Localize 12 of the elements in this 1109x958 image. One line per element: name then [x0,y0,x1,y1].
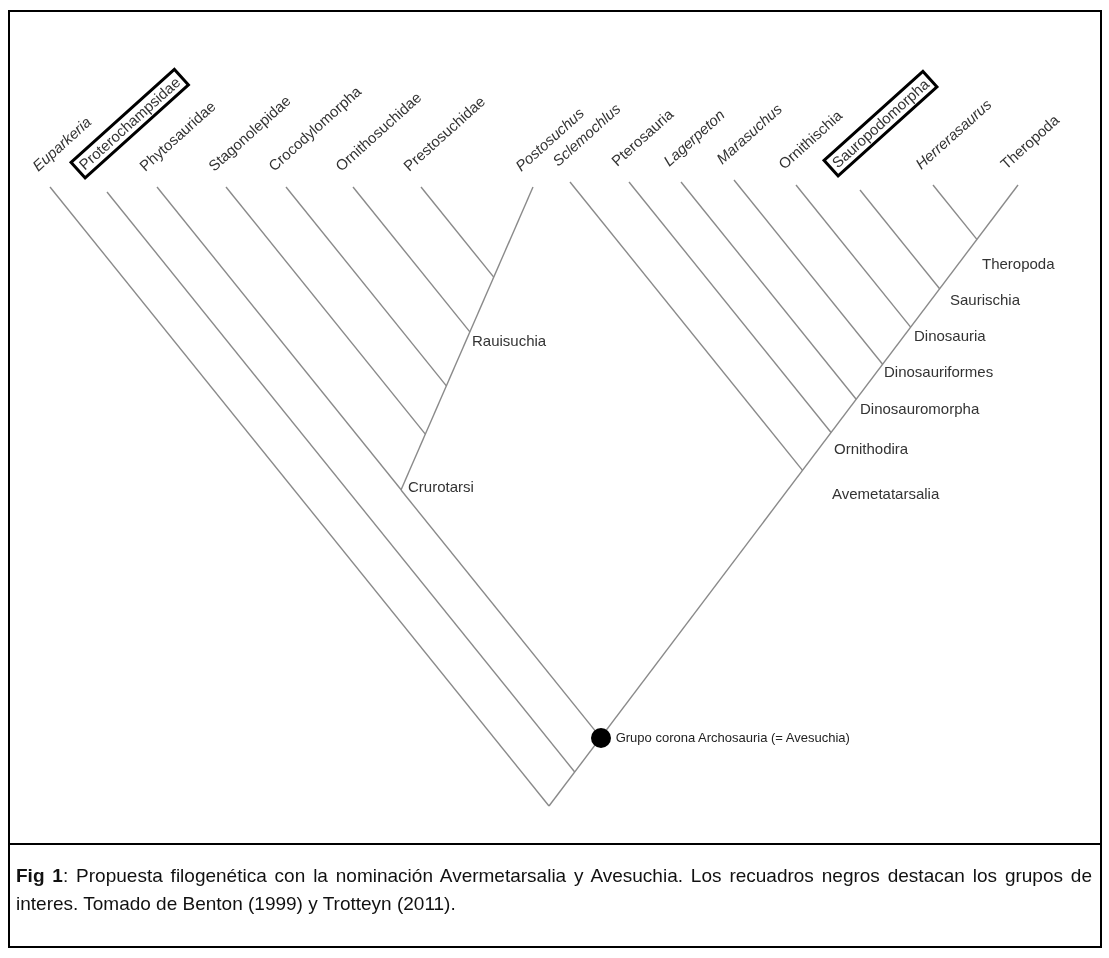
clade-label: Theropoda [982,255,1055,273]
clade-label: Avemetatarsalia [832,485,940,503]
figure-caption: Fig 1: Propuesta filogenética con la nominación Avermetarsalia y Avesuchia. Los recuadros negros destacan los grupos de interes. Tomado de Benton (1999) y Trotteyn (2011). [16,864,1092,916]
clade-label: Crurotarsi [408,478,474,496]
clade-label: Saurischia [950,291,1021,309]
node-dot [590,727,611,748]
clade-label: Dinosauria [914,327,986,345]
clade-label: Dinosauriformes [884,363,994,381]
clade-label: Dinosauromorpha [860,400,980,418]
node-label: Grupo corona Archosauria (= Avesuchia) [615,729,850,746]
clade-label: Ornithodira [834,440,909,458]
clade-label: Rauisuchia [472,332,547,350]
